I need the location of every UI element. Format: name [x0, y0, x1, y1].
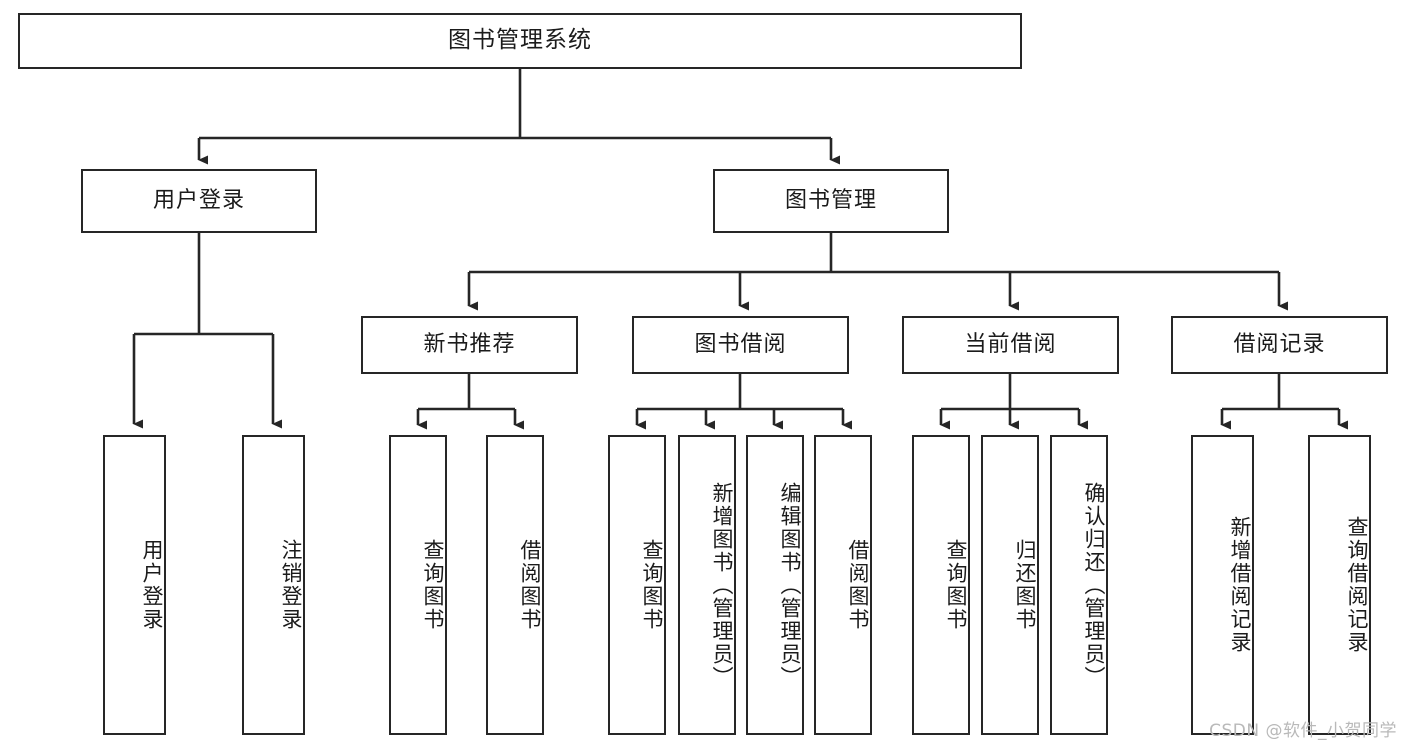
node-leaf-confirm-return-admin[interactable]: 确认归还（管理员）	[1050, 435, 1108, 735]
edge-group-new-book-recommend	[416, 374, 524, 430]
node-label: 借阅记录	[1233, 332, 1326, 358]
node-label: 查询图书	[421, 539, 445, 631]
node-current-borrow[interactable]: 当前借阅	[902, 316, 1119, 374]
node-label: 新增借阅记录	[1228, 516, 1252, 654]
node-leaf-logout-login[interactable]: 注销登录	[242, 435, 305, 735]
node-label: 归还图书	[1013, 539, 1037, 631]
node-book-borrow[interactable]: 图书借阅	[632, 316, 849, 374]
node-leaf-edit-book-admin[interactable]: 编辑图书（管理员）	[746, 435, 804, 735]
edge-group-borrow-record	[1220, 374, 1348, 430]
node-label: 图书管理	[784, 188, 877, 214]
node-label: 借阅图书	[846, 539, 870, 631]
node-new-book-recommend[interactable]: 新书推荐	[361, 316, 578, 374]
edge-group-current-borrow	[939, 374, 1088, 430]
node-label: 借阅图书	[518, 539, 542, 631]
node-leaf-borrow-book-2[interactable]: 借阅图书	[814, 435, 872, 735]
edge-group-user-login	[132, 233, 282, 429]
node-label: 图书借阅	[694, 332, 787, 358]
node-leaf-query-book-1[interactable]: 查询图书	[389, 435, 447, 735]
node-label: 用户登录	[152, 188, 245, 214]
node-label: 查询图书	[640, 539, 664, 631]
node-leaf-query-book-2[interactable]: 查询图书	[608, 435, 666, 735]
node-label: 查询图书	[944, 539, 968, 631]
node-leaf-add-borrow-record[interactable]: 新增借阅记录	[1191, 435, 1254, 735]
edge-group-book-management	[467, 233, 1288, 311]
node-label: 当前借阅	[964, 332, 1057, 358]
node-leaf-borrow-book-1[interactable]: 借阅图书	[486, 435, 544, 735]
node-label: 新书推荐	[423, 332, 516, 358]
node-label: 新增图书（管理员）	[710, 481, 734, 689]
node-leaf-user-login[interactable]: 用户登录	[103, 435, 166, 735]
node-label: 注销登录	[279, 539, 303, 631]
node-user-login[interactable]: 用户登录	[81, 169, 317, 233]
node-leaf-return-book[interactable]: 归还图书	[981, 435, 1039, 735]
node-label: 确认归还（管理员）	[1082, 481, 1106, 689]
node-borrow-record[interactable]: 借阅记录	[1171, 316, 1388, 374]
node-leaf-query-borrow-record[interactable]: 查询借阅记录	[1308, 435, 1371, 735]
node-leaf-add-book-admin[interactable]: 新增图书（管理员）	[678, 435, 736, 735]
node-label: 用户登录	[140, 539, 164, 631]
csdn-watermark: CSDN @软件_小贺同学	[1209, 721, 1397, 741]
node-label: 查询借阅记录	[1345, 516, 1369, 654]
node-label: 图书管理系统	[448, 27, 592, 54]
node-root-system[interactable]: 图书管理系统	[18, 13, 1022, 69]
node-label: 编辑图书（管理员）	[778, 481, 802, 689]
edge-group-book-borrow	[635, 374, 852, 430]
edge-group-root	[197, 69, 840, 165]
node-leaf-query-book-3[interactable]: 查询图书	[912, 435, 970, 735]
node-book-management[interactable]: 图书管理	[713, 169, 949, 233]
